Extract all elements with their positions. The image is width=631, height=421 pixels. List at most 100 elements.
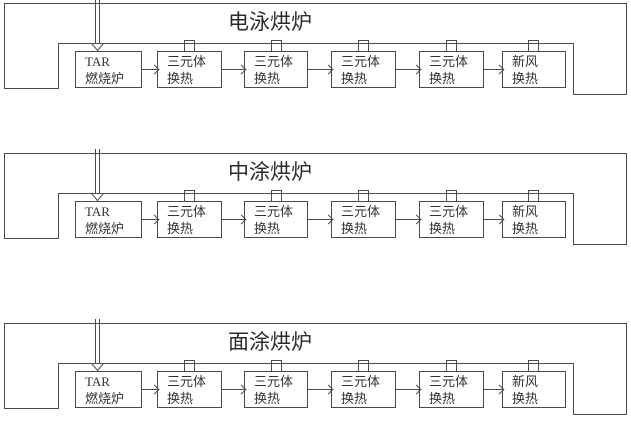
duct-stub [528, 360, 539, 371]
box-label-line2: 换热 [429, 221, 456, 236]
duct-bottom-left-line [4, 408, 59, 409]
duct-inner-right-line [573, 193, 574, 245]
box-label-line1: 三元体 [429, 374, 469, 389]
flow-arrow [142, 214, 160, 225]
duct-stub [271, 360, 282, 371]
section-title: 面涂烘炉 [228, 330, 312, 354]
duct-stub [184, 190, 195, 201]
duct-right-line [626, 153, 627, 245]
supply-pipe [95, 0, 100, 44]
duct-stub [358, 40, 369, 51]
box-label-line1: 三元体 [429, 54, 469, 69]
fresh-air-box: 新风 换热 [502, 51, 566, 88]
duct-left-line [4, 323, 5, 409]
duct-right-line [626, 3, 627, 95]
flow-arrow [222, 214, 247, 225]
box-label-line2: 燃烧炉 [85, 71, 125, 86]
box-label-line1: 三元体 [341, 54, 381, 69]
box-label-line2: 燃烧炉 [85, 391, 125, 406]
exchanger-box-2: 三元体 换热 [244, 51, 308, 88]
duct-stub [528, 40, 539, 51]
flow-arrow [484, 64, 505, 75]
duct-inner-line [58, 43, 574, 44]
box-label-line1: 新风 [512, 54, 539, 69]
box-label-line1: 三元体 [254, 54, 294, 69]
duct-inner-line [58, 193, 574, 194]
box-label-line1: 三元体 [254, 204, 294, 219]
flow-arrow [396, 384, 422, 395]
pipe-arrow-down-icon [91, 193, 104, 201]
box-label-line2: 换热 [341, 71, 368, 86]
duct-right-line [626, 323, 627, 415]
flow-arrow [396, 214, 422, 225]
tar-burner-box: TAR 燃烧炉 [75, 51, 142, 88]
section-title: 电泳烘炉 [228, 10, 312, 34]
box-label-line2: 换热 [254, 391, 281, 406]
duct-bottom-right-line [573, 244, 627, 245]
flow-arrow [484, 214, 505, 225]
duct-bottom-left-line [4, 238, 59, 239]
duct-left-line [4, 3, 5, 89]
exchanger-box-1: 三元体 换热 [157, 371, 222, 408]
pipe-arrow-down-icon [91, 43, 104, 51]
box-label-line1: TAR [85, 204, 110, 219]
exchanger-box-2: 三元体 换热 [244, 371, 308, 408]
duct-stub [271, 190, 282, 201]
fresh-air-box: 新风 换热 [502, 371, 566, 408]
exchanger-box-4: 三元体 换热 [419, 201, 484, 238]
duct-inner-line [58, 363, 574, 364]
box-label-line2: 换热 [167, 71, 194, 86]
duct-inner-left-line [58, 363, 59, 409]
box-label-line1: 新风 [512, 204, 539, 219]
box-label-line1: 三元体 [341, 204, 381, 219]
box-label-line2: 换热 [341, 391, 368, 406]
duct-stub [528, 190, 539, 201]
flow-arrow [142, 64, 160, 75]
box-label-line1: 三元体 [341, 374, 381, 389]
box-label-line2: 换热 [512, 221, 539, 236]
box-label-line1: TAR [85, 54, 110, 69]
box-label-line1: 三元体 [167, 374, 207, 389]
exchanger-box-3: 三元体 换热 [331, 201, 396, 238]
duct-inner-left-line [58, 43, 59, 89]
fresh-air-box: 新风 换热 [502, 201, 566, 238]
box-label-line2: 换热 [429, 391, 456, 406]
duct-bottom-left-line [4, 88, 59, 89]
box-label-line1: 三元体 [429, 204, 469, 219]
duct-inner-left-line [58, 193, 59, 239]
duct-top-line [4, 3, 627, 4]
box-label-line1: 新风 [512, 374, 539, 389]
box-label-line1: 三元体 [167, 204, 207, 219]
box-label-line2: 换热 [167, 391, 194, 406]
oven-section-electrophoresis: 电泳烘炉 TAR 燃烧炉 三元体 换热 三元体 换热 三元体 换热 三元体 换热 [0, 0, 631, 95]
box-label-line1: 三元体 [167, 54, 207, 69]
flow-arrow [308, 214, 334, 225]
box-label-line2: 换热 [167, 221, 194, 236]
exchanger-box-4: 三元体 换热 [419, 51, 484, 88]
duct-stub [446, 360, 457, 371]
duct-stub [358, 360, 369, 371]
box-label-line2: 换热 [512, 391, 539, 406]
duct-bottom-right-line [573, 414, 627, 415]
box-label-line2: 换热 [341, 221, 368, 236]
box-label-line2: 换热 [254, 221, 281, 236]
flow-arrow [308, 64, 334, 75]
exchanger-box-4: 三元体 换热 [419, 371, 484, 408]
flow-arrow [308, 384, 334, 395]
flow-arrow [142, 384, 160, 395]
duct-left-line [4, 153, 5, 239]
supply-pipe [95, 149, 100, 194]
flow-arrow [484, 384, 505, 395]
duct-inner-right-line [573, 363, 574, 415]
box-label-line2: 换热 [429, 71, 456, 86]
box-label-line2: 换热 [254, 71, 281, 86]
duct-stub [184, 40, 195, 51]
box-label-line1: 三元体 [254, 374, 294, 389]
exchanger-box-3: 三元体 换热 [331, 371, 396, 408]
box-label-line2: 燃烧炉 [85, 221, 125, 236]
duct-inner-right-line [573, 43, 574, 95]
exchanger-box-3: 三元体 换热 [331, 51, 396, 88]
duct-top-line [4, 153, 627, 154]
exchanger-box-1: 三元体 换热 [157, 51, 222, 88]
